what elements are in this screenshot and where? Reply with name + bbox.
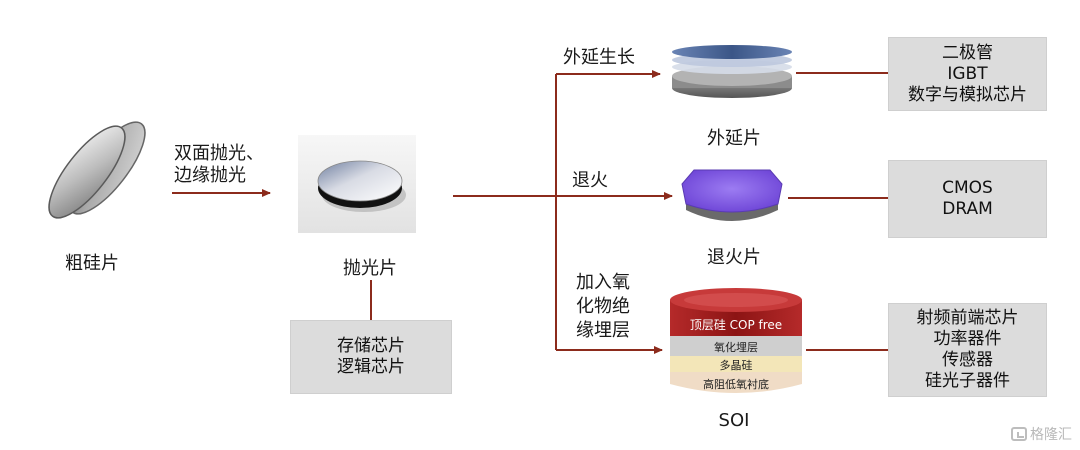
- edge-epitaxy-label: 外延生长: [563, 47, 635, 68]
- soi-layer-oxide: [670, 336, 802, 356]
- app-box-annealed: CMOS DRAM: [888, 160, 1047, 238]
- soi-poly-label: 多晶硅: [720, 358, 753, 372]
- raw-wafer-icon: [48, 121, 146, 219]
- polished-wafer-icon: [298, 135, 416, 233]
- app-item: 数字与模拟芯片: [908, 84, 1027, 105]
- app-item: 硅光子器件: [925, 371, 1010, 391]
- soi-substrate-label: 高阻低氧衬底: [703, 377, 769, 391]
- annealed-wafer-icon: [681, 169, 783, 221]
- app-box-epi: 二极管 IGBT 数字与模拟芯片: [888, 37, 1047, 111]
- app-item: 存储芯片: [337, 336, 405, 356]
- edge-polish-label: 双面抛光、 边缘抛光: [174, 143, 264, 186]
- watermark-text: 格隆汇: [1030, 427, 1072, 443]
- soi-top-label: 顶层硅 COP free: [690, 318, 782, 332]
- app-item: 功率器件: [933, 329, 1002, 349]
- edge-anneal-label: 退火: [572, 170, 608, 191]
- watermark: 格隆汇: [1011, 424, 1072, 444]
- polished-wafer-label: 抛光片: [343, 258, 397, 279]
- app-box-soi: 射频前端芯片 功率器件 传感器 硅光子器件: [888, 303, 1047, 397]
- epi-wafer-label: 外延片: [707, 128, 761, 149]
- app-item: DRAM: [942, 199, 993, 219]
- soi-layer-poly: [670, 356, 802, 372]
- soi-oxide-label: 氧化埋层: [714, 340, 758, 354]
- edge-oxide-label: 加入氧 化物绝 缘埋层: [576, 272, 630, 341]
- app-item: 逻辑芯片: [337, 357, 405, 377]
- soi-stack-icon: 顶层硅 COP free 氧化埋层 多晶硅 高阻低氧衬底: [670, 288, 802, 393]
- app-item: CMOS: [942, 178, 993, 198]
- app-box-polished: 存储芯片 逻辑芯片: [290, 320, 452, 394]
- app-item: IGBT: [947, 63, 988, 84]
- annealed-wafer-label: 退火片: [707, 247, 761, 268]
- app-item: 射频前端芯片: [916, 308, 1019, 328]
- soi-label: SOI: [718, 410, 750, 431]
- app-item: 二极管: [942, 42, 993, 63]
- app-item: 传感器: [942, 350, 993, 370]
- watermark-logo-icon: [1011, 427, 1027, 441]
- epi-wafer-icon: [672, 45, 792, 98]
- raw-wafer-label: 粗硅片: [65, 253, 119, 274]
